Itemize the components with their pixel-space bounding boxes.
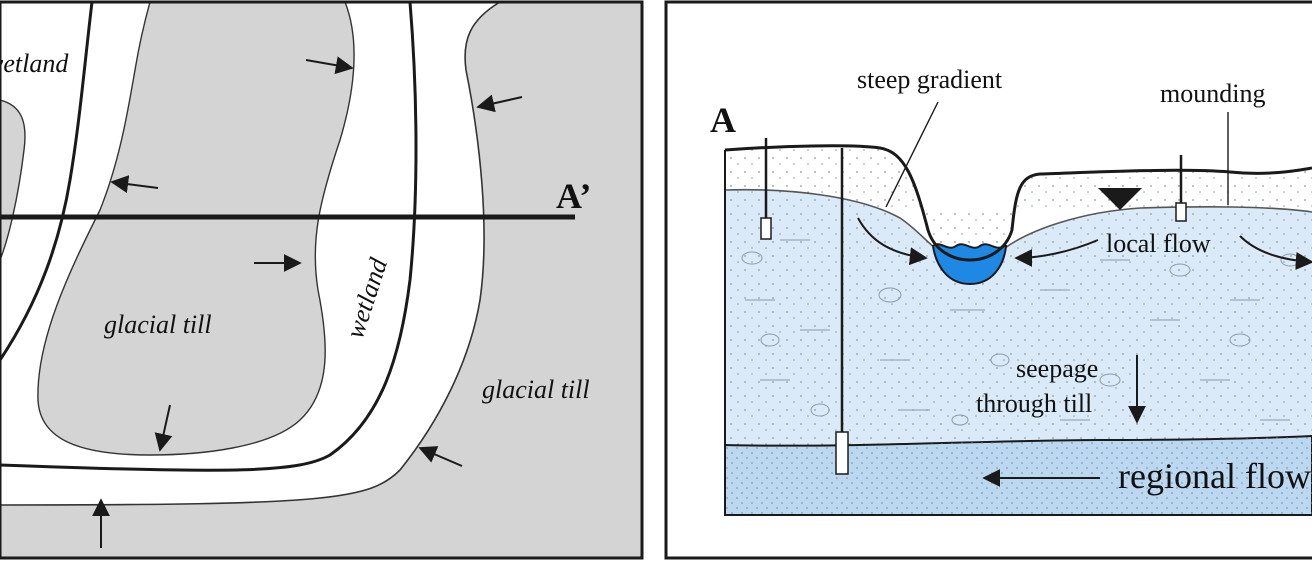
local-flow-arrow-right	[1014, 239, 1099, 267]
mounding-label: mounding	[1160, 79, 1265, 108]
saturated-till-texture	[725, 189, 1312, 445]
plan-view-panel: wetland wetland glacial till glacial til…	[0, 2, 642, 558]
land-surface	[724, 144, 1312, 262]
flow-arrow	[476, 94, 523, 113]
till-lobe-center	[37, 2, 355, 456]
seepage-label-line1: seepage	[1016, 354, 1098, 383]
plan-view-frame	[0, 0, 644, 560]
steep-gradient-label: steep gradient	[857, 65, 1003, 94]
well-shallow-left	[760, 138, 772, 240]
unsaturated-dots	[725, 145, 1312, 260]
flow-arrow	[110, 175, 159, 194]
flow-arrow	[305, 56, 354, 75]
regional-flow-label: regional flow	[1118, 456, 1311, 496]
cross-section-panel: steep gradient mounding local flow seepa…	[666, 2, 1312, 558]
river-line-right	[0, 2, 418, 472]
till-texture	[741, 239, 1300, 426]
river-line-left	[0, 2, 94, 361]
section-start-label: A	[710, 100, 736, 140]
local-flow-label: local flow	[1106, 229, 1211, 258]
till-label-center: glacial till	[104, 310, 212, 339]
till-lobe-left	[0, 99, 26, 261]
flow-arrow	[418, 446, 463, 467]
flow-arrow	[154, 404, 173, 452]
well-deep	[835, 148, 849, 475]
well-shallow-right	[1175, 155, 1187, 222]
cross-section-frame	[664, 0, 1312, 560]
wetland-label-top: wetland	[0, 49, 69, 78]
till-label-right: glacial till	[482, 375, 590, 404]
water-table	[724, 188, 1312, 249]
aquifer-dots	[725, 436, 1312, 515]
local-flow-arrow-outward	[1239, 235, 1312, 270]
pond	[931, 243, 1008, 286]
steep-gradient-leader	[885, 101, 939, 208]
section-end-label: A’	[556, 176, 591, 216]
water-table-symbol	[1098, 188, 1142, 210]
local-flow-arrow-left	[857, 217, 928, 266]
seepage-label-line2: through till	[976, 389, 1092, 418]
